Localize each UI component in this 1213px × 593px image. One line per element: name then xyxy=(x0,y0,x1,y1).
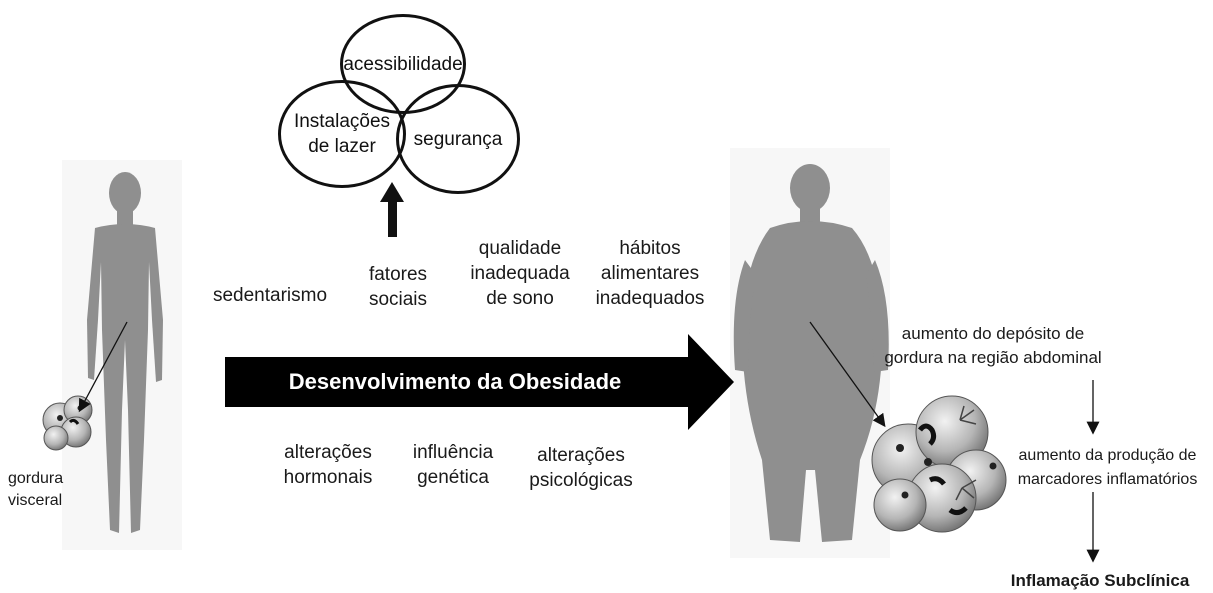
visceral-pointer-arrow xyxy=(78,321,128,413)
main-arrow-label: Desenvolvimento da Obesidade xyxy=(288,369,622,394)
label-qualidade-sono: qualidade inadequada de sono xyxy=(470,238,570,309)
label-aumento-producao: aumento da produção de marcadores inflam… xyxy=(1017,447,1198,488)
thin-person-silhouette xyxy=(87,172,163,533)
label-fatores-sociais: fatores sociais xyxy=(368,264,428,310)
label-sedentarismo: sedentarismo xyxy=(212,285,328,306)
social-factors-up-arrow xyxy=(380,182,404,237)
label-alteracoes-hormonais: alterações hormonais xyxy=(283,442,373,488)
main-development-arrow xyxy=(225,334,734,430)
label-alteracoes-psicologicas: alterações psicológicas xyxy=(529,445,633,491)
obese-person-silhouette xyxy=(733,164,889,542)
label-inflamacao-subclinica: Inflamação Subclínica xyxy=(1010,571,1190,590)
label-aumento-deposito: aumento do depósito de gordura na região… xyxy=(884,324,1102,367)
label-influencia-genetica: influência genética xyxy=(412,442,494,488)
small-fat-cells xyxy=(42,395,93,451)
label-habitos-alimentares: hábitos alimentares inadequados xyxy=(595,238,705,309)
circle-instalacoes-lazer: Instalações de lazer xyxy=(278,80,406,188)
label-gordura-visceral: gordura visceral xyxy=(8,470,64,509)
large-fat-cells xyxy=(871,395,1007,533)
abdominal-pointer-arrow xyxy=(809,321,886,428)
circle-seguranca: segurança xyxy=(396,84,520,194)
